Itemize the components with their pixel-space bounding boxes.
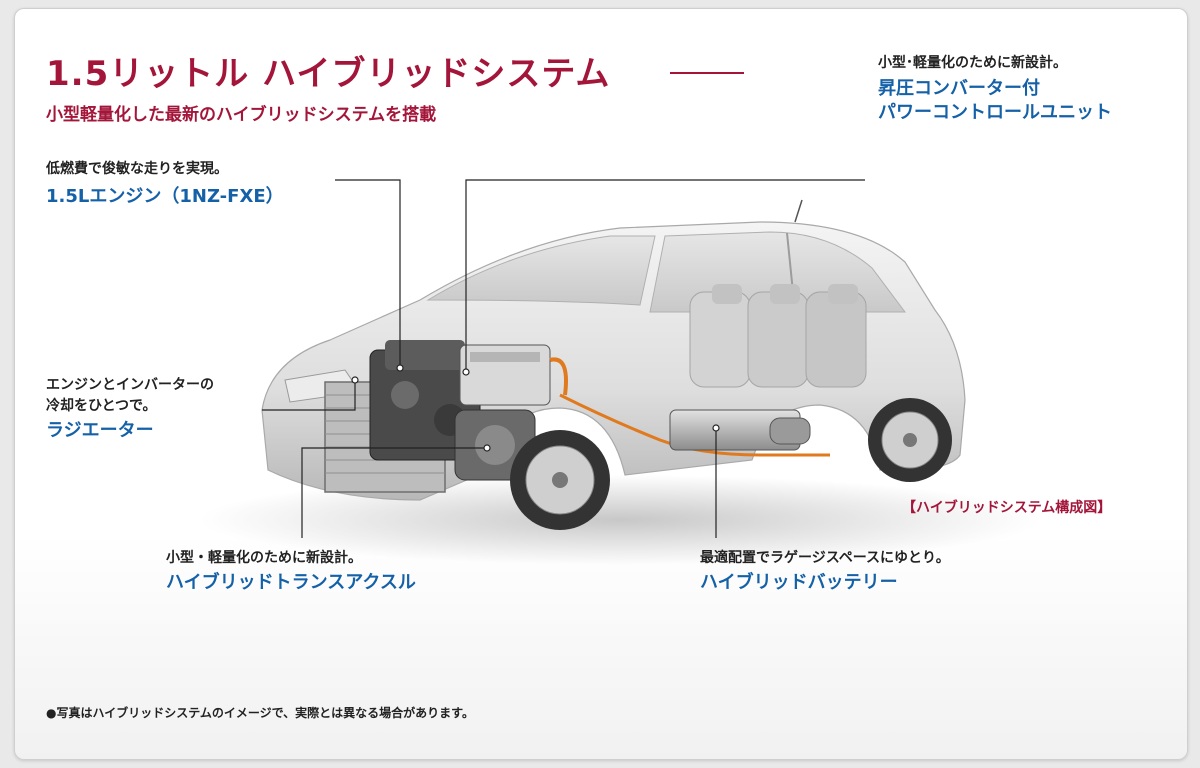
leader-dot-battery xyxy=(712,424,720,432)
leader-radiator xyxy=(262,380,356,411)
pcu-name-line1: 昇圧コンバーター付 xyxy=(878,78,1040,99)
antenna xyxy=(794,199,803,223)
battery-description: 最適配置でラゲージスペースにゆとり。 xyxy=(700,550,950,566)
page-title: 1.5リットル ハイブリッドシステム xyxy=(46,54,611,94)
engine-description: 低燃費で俊敏な走りを実現。 xyxy=(46,161,228,177)
radiator-name: ラジエーター xyxy=(46,420,154,441)
windshield xyxy=(426,235,656,306)
leader-transaxle xyxy=(301,447,487,538)
radiator-description-line2: 冷却をひとつで。 xyxy=(46,398,157,414)
leader-dot-engine xyxy=(396,364,404,372)
leader-dot-radiator xyxy=(351,376,359,384)
pcu-name-line2: パワーコントロールユニット xyxy=(878,102,1112,123)
front-wheel xyxy=(510,430,610,530)
leader-pcu xyxy=(465,179,865,372)
page-subtitle: 小型軽量化した最新のハイブリッドシステムを搭載 xyxy=(46,105,437,125)
pcu-description: 小型･軽量化のために新設計。 xyxy=(878,55,1067,71)
rear-seats xyxy=(689,284,867,388)
battery-name: ハイブリッドバッテリー xyxy=(700,572,898,593)
leader-dot-pcu xyxy=(462,368,470,376)
hybrid-battery-unit xyxy=(669,409,811,451)
rear-wheel xyxy=(868,398,952,482)
leader-engine xyxy=(335,179,401,368)
engine-block xyxy=(369,340,481,461)
figure-caption: 【ハイブリッドシステム構成図】 xyxy=(902,500,1112,516)
engine-name: 1.5Lエンジン（1NZ-FXE） xyxy=(46,186,284,207)
footnote: ●写真はハイブリッドシステムのイメージで、実際とは異なる場合があります。 xyxy=(46,706,474,720)
transaxle-name: ハイブリッドトランスアクスル xyxy=(166,572,416,593)
transaxle-description: 小型・軽量化のために新設計。 xyxy=(166,550,362,566)
hv-cable xyxy=(559,393,830,457)
leader-dot-transaxle xyxy=(483,444,491,452)
title-rule xyxy=(670,72,744,74)
power-control-unit xyxy=(459,344,568,406)
radiator-description-line1: エンジンとインバーターの xyxy=(46,377,214,393)
